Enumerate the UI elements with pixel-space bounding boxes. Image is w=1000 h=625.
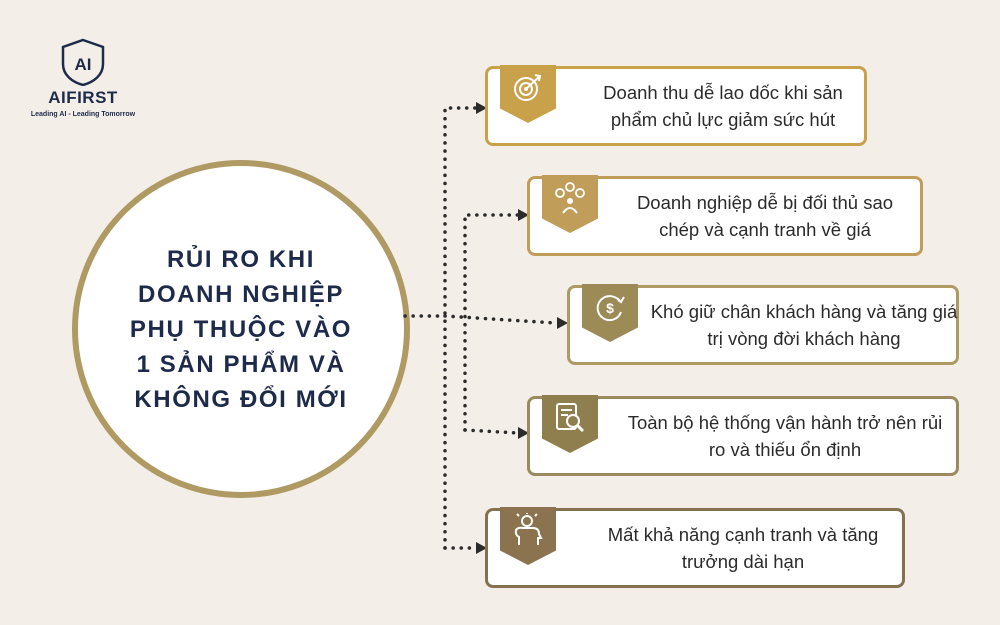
risk-1-text: Doanh thu dễ lao dốc khi sản phẩm chủ lự…: [603, 82, 843, 130]
risk-card-4: Toàn bộ hệ thống vận hành trở nên rủi ro…: [527, 395, 959, 476]
arrowhead-3: [557, 317, 568, 329]
risk-1-icon-tab: [500, 65, 556, 123]
logo-monogram: AI: [75, 55, 92, 74]
risk-3-text: Khó giữ chân khách hàng và tăng giá trị …: [650, 301, 958, 349]
competition-icon: [555, 182, 585, 214]
dollar-cycle-icon: $: [596, 295, 625, 322]
svg-text:$: $: [606, 300, 614, 316]
logo-name: AIFIRST: [48, 88, 118, 107]
center-circle: RỦI RO KHI DOANH NGHIỆP PHỤ THUỘC VÀO 1 …: [72, 160, 410, 498]
document-search-icon: [556, 403, 585, 433]
arrowhead-4: [518, 427, 529, 439]
idea-head-icon: [514, 513, 543, 545]
risk-card-3: $ Khó giữ chân khách hàng và tăng giá tr…: [567, 284, 959, 365]
aifirst-logo: AI AIFIRST Leading AI - Leading Tomorrow: [28, 38, 138, 118]
center-title: RỦI RO KHI DOANH NGHIỆP PHỤ THUỘC VÀO 1 …: [129, 245, 353, 413]
risk-4-icon-tab: [542, 395, 598, 453]
risk-5-text: Mất khả năng cạnh tranh và tăng trưởng d…: [607, 524, 879, 572]
logo-tagline: Leading AI - Leading Tomorrow: [30, 111, 136, 118]
risk-4-text: Toàn bộ hệ thống vận hành trở nên rủi ro…: [627, 412, 943, 460]
connector-spine-inner: [463, 213, 520, 432]
risk-2-icon-tab: [542, 175, 598, 233]
risk-card-5: Mất khả năng cạnh tranh và tăng trưởng d…: [485, 507, 905, 588]
arrowhead-1: [476, 102, 487, 114]
risk-5-icon-tab: [500, 507, 556, 565]
risk-2-text: Doanh nghiệp dễ bị đối thủ sao chép và c…: [636, 192, 894, 240]
connector-middle: [443, 314, 557, 325]
arrowhead-2: [518, 209, 529, 221]
target-icon: [514, 74, 542, 101]
arrowhead-5: [476, 542, 487, 554]
risk-3-icon-tab: $: [582, 284, 638, 342]
risk-card-2: Doanh nghiệp dễ bị đối thủ sao chép và c…: [527, 175, 923, 256]
shield-logo-icon: AI: [61, 38, 105, 86]
connector-4: [463, 428, 520, 435]
connector-spine-outer: [443, 106, 478, 550]
risk-card-1: Doanh thu dễ lao dốc khi sản phẩm chủ lự…: [485, 65, 867, 146]
